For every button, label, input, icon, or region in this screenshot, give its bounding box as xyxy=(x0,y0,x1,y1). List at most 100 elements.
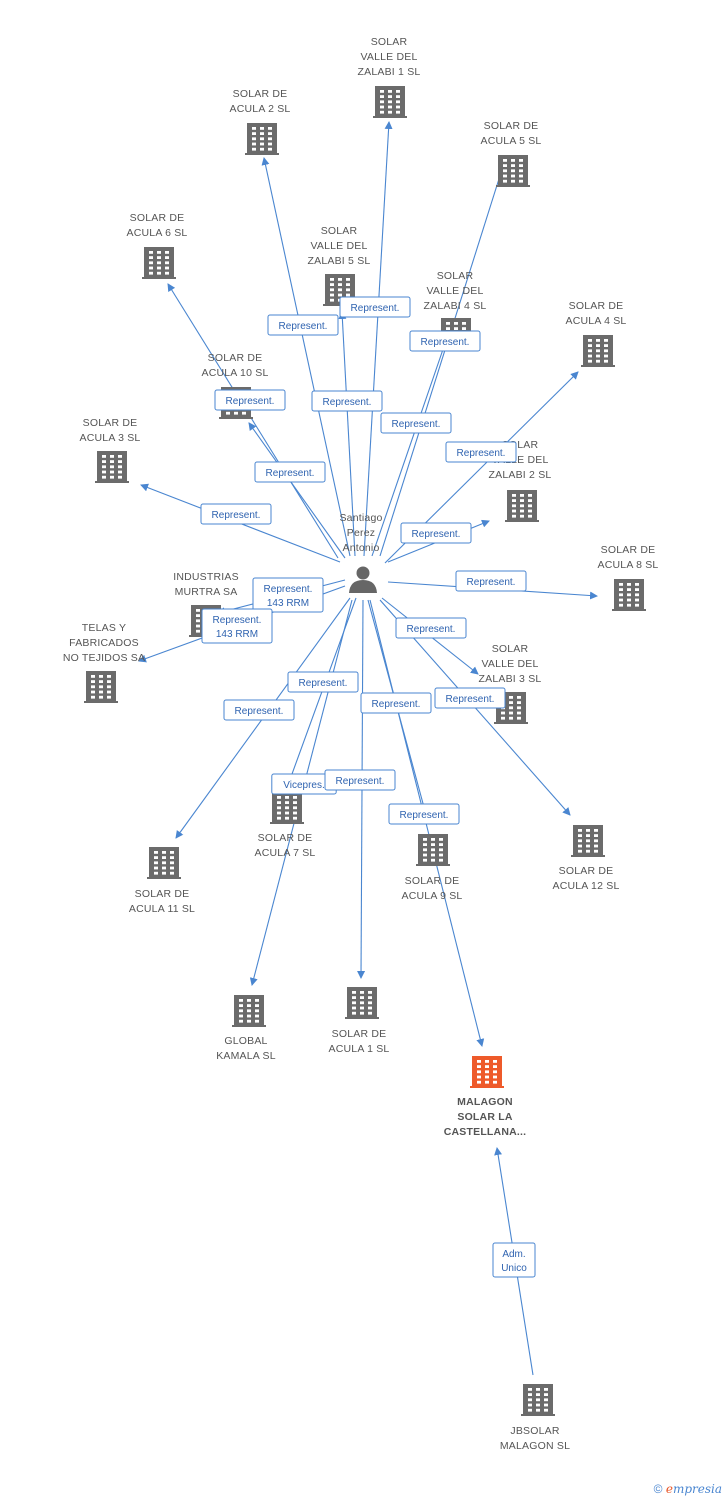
edge-label-zalabi1[interactable]: Represent. xyxy=(339,296,411,318)
edge-person-to-acula6 xyxy=(167,283,339,559)
edge-label-malagon[interactable]: Represent. xyxy=(388,803,460,825)
edge-label-text: 143 RRM xyxy=(267,598,309,609)
building-icon[interactable] xyxy=(521,1384,555,1416)
edge-person-to-zalabi5 xyxy=(338,311,356,557)
person-icon[interactable] xyxy=(349,566,377,594)
edge-label-text: Represent. xyxy=(351,303,400,314)
edge-label-telas[interactable]: Represent. 143 RRM xyxy=(201,608,273,644)
edge-label-acula4[interactable]: Represent. xyxy=(445,441,517,463)
edge-label-acula2[interactable]: Represent. xyxy=(267,314,339,336)
edge-label-text: Represent. xyxy=(212,510,261,521)
edge-label-acula10[interactable]: Represent. xyxy=(254,461,326,483)
building-icon[interactable] xyxy=(470,1056,504,1088)
brand-e-logo: e xyxy=(665,1482,673,1496)
edge-person-to-zalabi4 xyxy=(371,328,452,557)
building-icon[interactable] xyxy=(612,579,646,611)
building-icon[interactable] xyxy=(95,451,129,483)
footer-brand[interactable]: © empresia xyxy=(654,1482,722,1496)
edge-label-text: Represent. xyxy=(226,396,275,407)
edge-label-zalabi4[interactable]: Represent. xyxy=(380,412,452,434)
building-icon[interactable] xyxy=(505,490,539,522)
edge-label-text: Represent. xyxy=(264,584,313,595)
building-icon[interactable] xyxy=(571,825,605,857)
copyright-symbol: © xyxy=(653,1482,663,1496)
edge-label-acula6[interactable]: Represent. xyxy=(214,389,286,411)
building-icon[interactable] xyxy=(142,247,176,279)
edge-label-text: Represent. xyxy=(213,615,262,626)
edge-label-murtra[interactable]: Represent. 143 RRM xyxy=(252,577,324,613)
building-icon[interactable] xyxy=(373,86,407,118)
brand-name: mpresia xyxy=(672,1482,722,1496)
edge-label-acula8[interactable]: Represent. xyxy=(455,570,527,592)
edge-label-text: Unico xyxy=(501,1263,527,1274)
edge-label-text: Represent. xyxy=(407,624,456,635)
edge-label-text: Represent. xyxy=(299,678,348,689)
edge-label-text: Represent. xyxy=(266,468,315,479)
edge-label-acula5[interactable]: Represent. xyxy=(409,330,481,352)
edge-label-acula9[interactable]: Represent. xyxy=(360,692,432,714)
building-icon[interactable] xyxy=(84,671,118,703)
edge-label-text: Represent. xyxy=(400,810,449,821)
edge-label-text: Represent. xyxy=(372,699,421,710)
edge-label-text: Represent. xyxy=(279,321,328,332)
building-icon[interactable] xyxy=(416,834,450,866)
edge-label-text: Represent. xyxy=(457,448,506,459)
edge-label-text: Represent. xyxy=(412,529,461,540)
edge-label-text: Represent. xyxy=(235,706,284,717)
edge-label-text: Represent. xyxy=(392,419,441,430)
building-icon[interactable] xyxy=(345,987,379,1019)
edge-label-text: Represent. xyxy=(467,577,516,588)
edge-person-to-acula10 xyxy=(248,422,346,559)
edge-label-acula3[interactable]: Represent. xyxy=(200,503,272,525)
edge-label-acula11[interactable]: Represent. xyxy=(223,699,295,721)
edge-label-malagon[interactable]: Adm.Unico xyxy=(492,1242,536,1278)
edge-label-kamala[interactable]: Vicepres. xyxy=(271,773,337,795)
edge-person-to-acula5 xyxy=(379,162,506,557)
edge-label-text: Vicepres. xyxy=(283,780,325,791)
edge-label-text: Represent. xyxy=(323,397,372,408)
building-icon[interactable] xyxy=(496,155,530,187)
building-icon[interactable] xyxy=(270,792,304,824)
edge-label-acula7[interactable]: Represent. xyxy=(287,671,359,693)
building-icon[interactable] xyxy=(147,847,181,879)
edge-label-acula12[interactable]: Represent. xyxy=(434,687,506,709)
edge-label-zalabi3[interactable]: Represent. xyxy=(395,617,467,639)
edge-label-text: Represent. xyxy=(336,776,385,787)
edge-label-zalabi2[interactable]: Represent. xyxy=(400,522,472,544)
edge-person-to-zalabi1 xyxy=(363,121,393,557)
edge-person-to-acula2 xyxy=(261,157,351,557)
building-icon[interactable] xyxy=(232,995,266,1027)
edge-label-text: Represent. xyxy=(421,337,470,348)
edge-label-text: 143 RRM xyxy=(216,629,258,640)
edge-label-zalabi5[interactable]: Represent. xyxy=(311,390,383,412)
building-icon[interactable] xyxy=(581,335,615,367)
edge-labels-layer: Represent.Represent.Represent.Represent.… xyxy=(200,296,536,1278)
edge-label-acula1[interactable]: Represent. xyxy=(324,769,396,791)
edge-label-text: Represent. xyxy=(446,694,495,705)
building-icon[interactable] xyxy=(245,123,279,155)
